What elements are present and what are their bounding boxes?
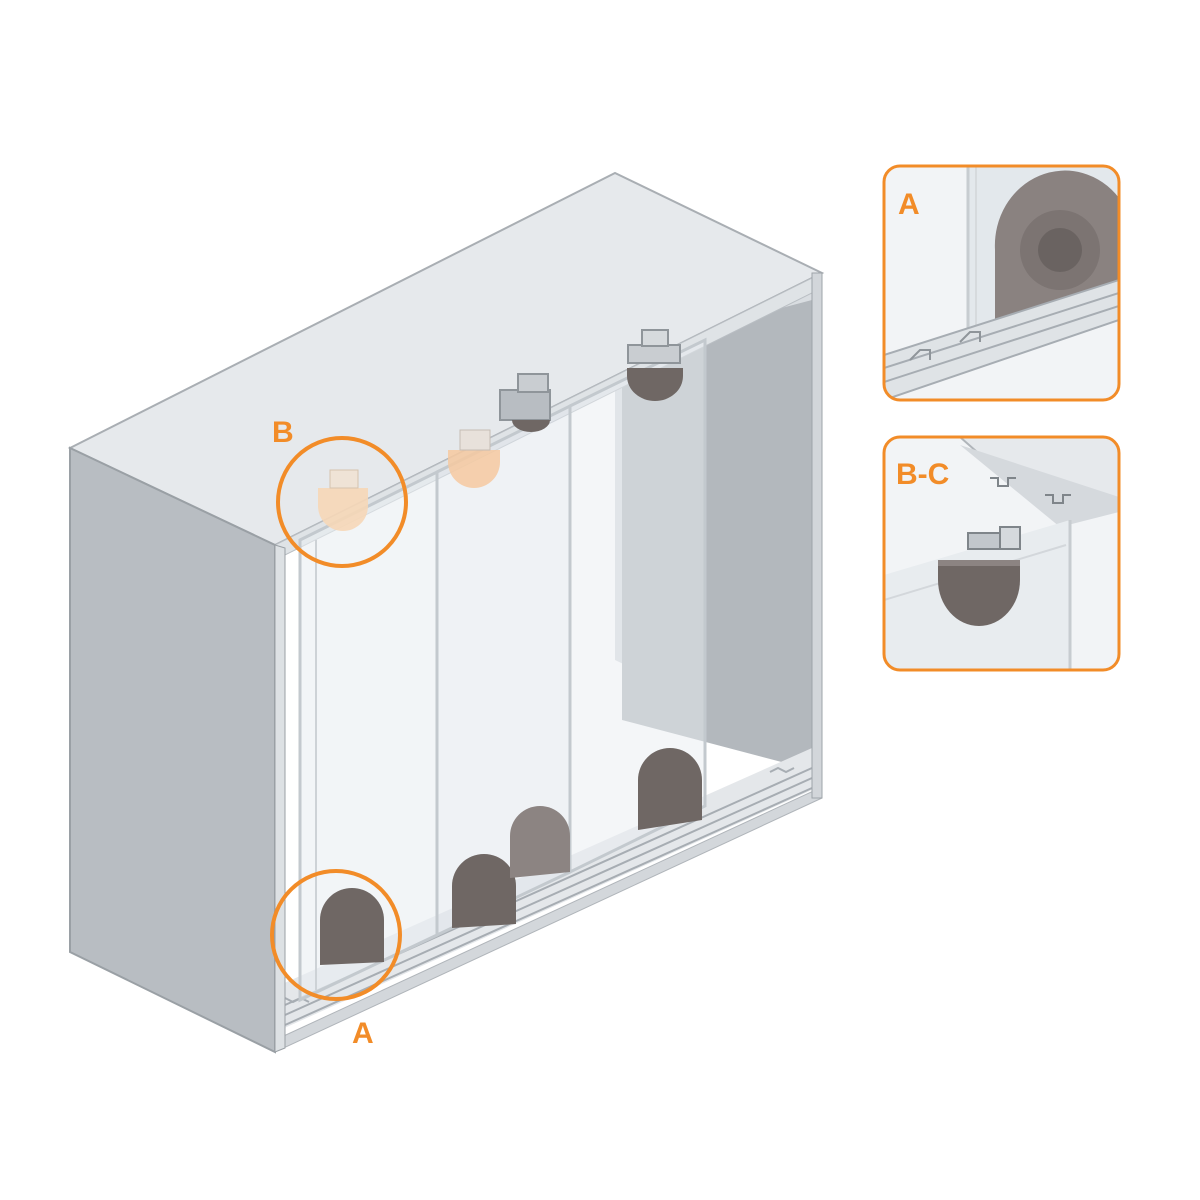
bottom-roller-icon [320, 748, 702, 965]
detail-frame-a [882, 164, 1121, 402]
top-guide-icon [318, 329, 683, 531]
cabinet-left-panel [69, 446, 276, 1054]
callout-label-a: A [352, 1017, 374, 1050]
detail-frame-bc [882, 435, 1121, 672]
detail-panel-a: A [882, 164, 1121, 402]
cabinet-right-edge [811, 272, 823, 799]
cabinet-left-edge [274, 544, 286, 1053]
sliding-doors [298, 337, 707, 1003]
detail-panel-bc: B-C [882, 435, 1121, 672]
callout-circle-b [276, 436, 408, 568]
callout-label-b: B [272, 416, 294, 449]
detail-label-a: A [898, 188, 920, 221]
track-rail-icon [284, 766, 813, 1026]
detail-label-bc: B-C [896, 458, 949, 491]
callout-circle-a [270, 869, 402, 1001]
